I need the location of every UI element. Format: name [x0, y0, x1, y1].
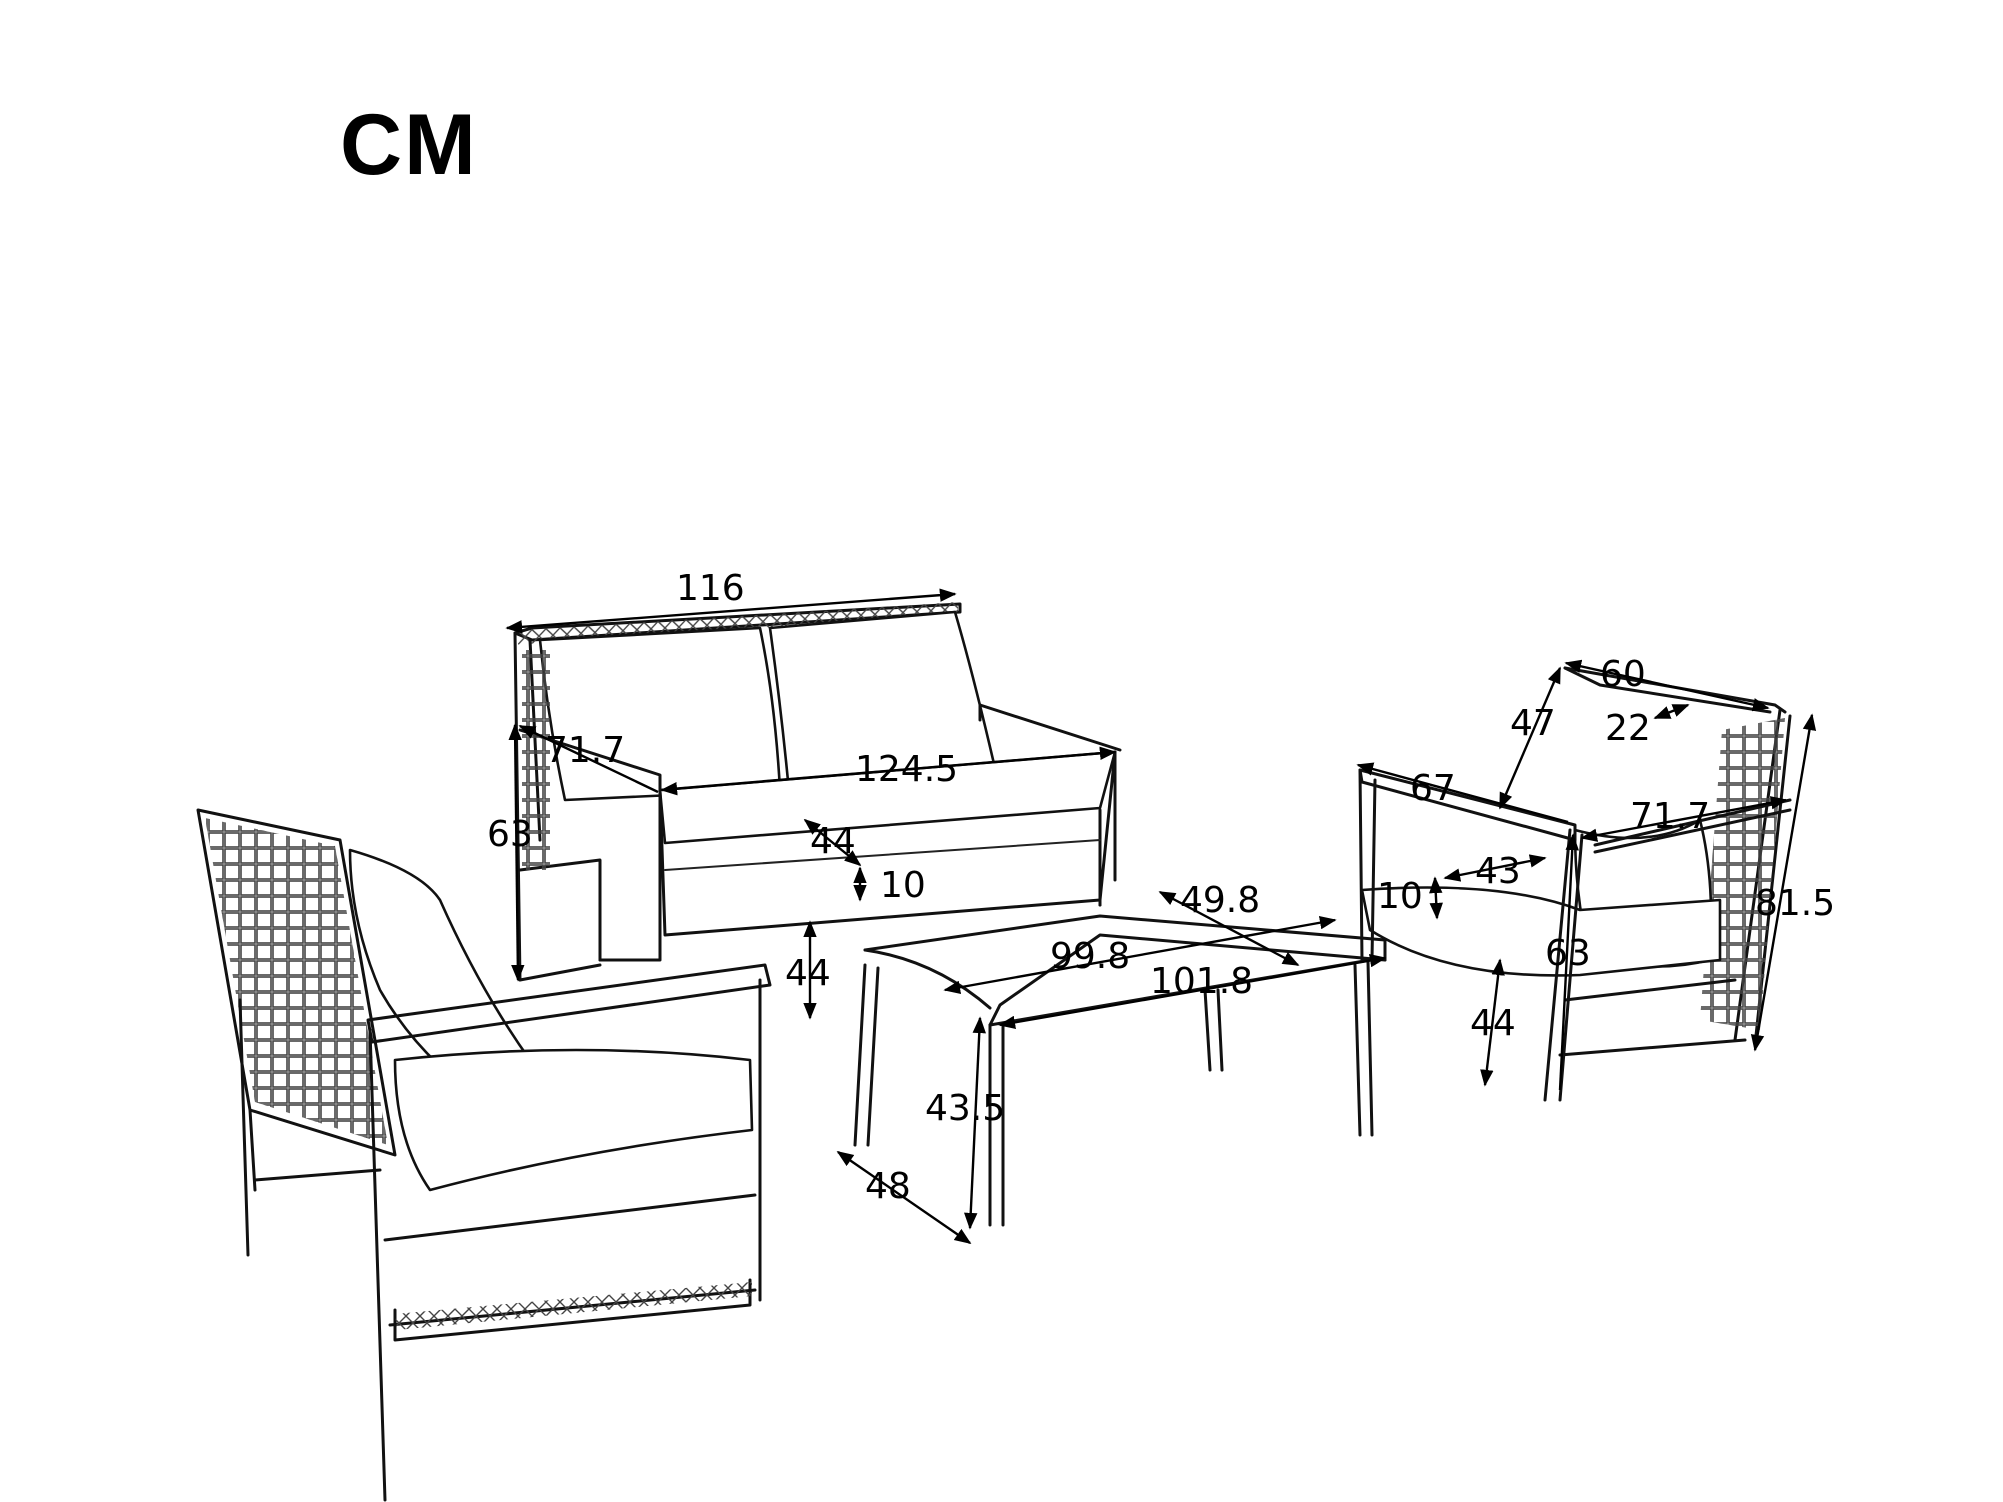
label-sofa-width-top: 116	[676, 568, 745, 609]
armchair-left	[196, 808, 772, 1502]
label-chair-arm-depth: 71.7	[1630, 796, 1710, 837]
label-table-top-depth: 49.8	[1180, 880, 1260, 921]
label-chair-back-height: 47	[1510, 703, 1556, 744]
dimension-lines	[505, 588, 1817, 1244]
label-chair-cushion-thickness: 10	[1377, 876, 1423, 917]
dimension-labels: 116 71.7 63 124.5 44 10 44 49.8 99.8 101…	[487, 568, 1835, 1207]
label-table-length: 101.8	[1150, 961, 1253, 1002]
unit-title: CM	[340, 97, 478, 193]
label-sofa-seat-height: 44	[785, 953, 831, 994]
label-chair-seat-height: 44	[1470, 1003, 1516, 1044]
label-table-height: 43.5	[925, 1088, 1005, 1129]
armchair-right	[1358, 666, 1792, 1102]
label-chair-pillow-width: 22	[1605, 708, 1651, 749]
label-chair-arm-length: 67	[1410, 768, 1456, 809]
label-table-depth: 48	[865, 1166, 911, 1207]
label-chair-seat-depth: 43	[1475, 851, 1521, 892]
sofa	[513, 602, 1122, 982]
label-sofa-seat-depth: 44	[810, 821, 856, 862]
label-chair-arm-height: 63	[1545, 933, 1591, 974]
label-sofa-arm-height: 63	[487, 814, 533, 855]
label-sofa-cushion-thickness: 10	[880, 865, 926, 906]
label-table-inner-length: 99.8	[1050, 936, 1130, 977]
label-sofa-seat-width: 124.5	[855, 749, 958, 790]
label-chair-back-width: 60	[1600, 654, 1646, 695]
label-chair-total-height: 81.5	[1755, 883, 1835, 924]
label-sofa-arm-depth: 71.7	[545, 730, 625, 771]
